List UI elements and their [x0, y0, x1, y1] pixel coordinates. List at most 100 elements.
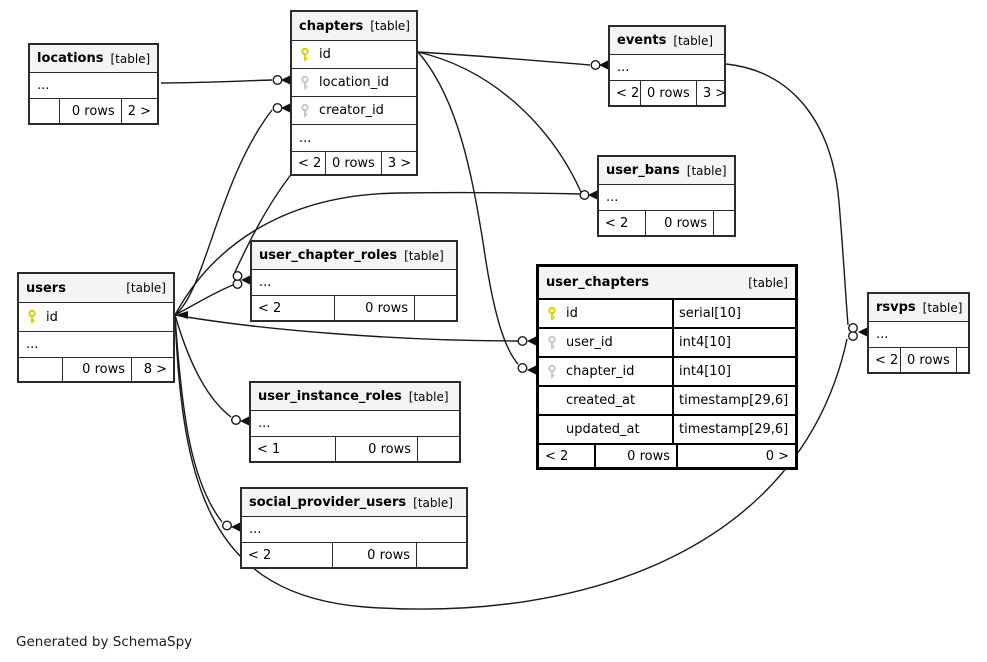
- relationship-line-users-to-rsvps: [174, 314, 848, 610]
- relationship-line-users-to-user_chapters: [174, 314, 519, 342]
- parents-count: < 2: [248, 547, 272, 563]
- more-columns-ellipsis: ...: [242, 516, 466, 542]
- table-name: users: [26, 280, 66, 296]
- column-name: chapter_id: [566, 364, 635, 379]
- rows-count: 0 rows: [640, 81, 697, 105]
- rows-count: 0 rows: [334, 296, 415, 320]
- table-tag: [table]: [408, 389, 449, 404]
- children-count: 3 >: [387, 155, 412, 171]
- table-header: chapters[table]: [292, 12, 416, 40]
- more-columns-ellipsis: ...: [30, 72, 157, 98]
- table-name: social_provider_users: [249, 495, 407, 510]
- rows-count: 0 rows: [594, 445, 678, 467]
- children-count: [417, 543, 466, 567]
- children-count: [415, 296, 456, 320]
- relationship-line-chapters-to-events: [417, 51, 591, 66]
- zero-or-one-dot: [579, 189, 590, 200]
- foreign-key-icon: [546, 335, 559, 350]
- foreign-key-arrowhead: [281, 103, 290, 113]
- primary-key-icon: [26, 309, 39, 325]
- relationship-line-users-to-social_provider_users: [174, 314, 223, 523]
- key-icon: [548, 335, 556, 349]
- relationship-line-users-to-user_instance_roles: [174, 314, 232, 418]
- rows-count: 0 rows: [59, 99, 122, 123]
- key-icon: [301, 47, 309, 61]
- key-icon: [301, 75, 309, 89]
- caption: Generated by SchemaSpy: [16, 634, 193, 650]
- relationship-line-locations-to-chapters: [160, 79, 273, 84]
- foreign-key-arrowhead: [241, 275, 250, 285]
- table-tag: [table]: [922, 300, 963, 315]
- table-footer: < 2 0 rows 0 >: [539, 443, 795, 467]
- table-social_provider_users[interactable]: social_provider_users[table]... < 2 0 rows: [240, 487, 468, 569]
- table-header: user_chapters[table]: [539, 267, 795, 298]
- zero-or-one-dot: [517, 363, 528, 374]
- parents-count: < 2: [545, 448, 569, 464]
- table-name: user_bans: [606, 163, 680, 178]
- table-tag: [table]: [686, 163, 727, 178]
- relationship-line-chapters-to-user_chapters: [417, 51, 519, 365]
- column-row-id: id: [292, 40, 416, 68]
- more-columns-ellipsis: ...: [252, 269, 456, 295]
- zero-or-one-dot: [517, 336, 528, 347]
- more-columns-ellipsis: ...: [610, 54, 724, 80]
- table-name: events: [617, 33, 667, 48]
- table-header: social_provider_users[table]: [242, 489, 466, 516]
- column-name: id: [46, 309, 58, 325]
- column-name: creator_id: [319, 103, 384, 118]
- parents-count: < 2: [616, 85, 640, 101]
- column-row-id: id: [19, 302, 173, 331]
- children-count: 8 >: [143, 362, 167, 377]
- foreign-key-arrowhead: [240, 416, 249, 426]
- rows-count: 0 rows: [900, 348, 957, 372]
- table-header: user_instance_roles[table]: [251, 383, 459, 410]
- column-name: id: [319, 47, 331, 62]
- table-footer: < 2 0 rows: [242, 542, 466, 567]
- key-icon: [28, 309, 36, 324]
- zero-or-one-dot: [590, 60, 601, 71]
- zero-or-one-dot: [232, 271, 243, 282]
- column-name: location_id: [319, 75, 389, 90]
- children-count: [714, 211, 734, 235]
- parents-count: [30, 99, 59, 123]
- foreign-key-arrowhead: [858, 327, 867, 337]
- column-name: updated_at: [566, 422, 640, 437]
- table-header: users[table]: [19, 274, 173, 302]
- table-users[interactable]: users[table] id...0 rows 8 >: [17, 272, 175, 383]
- table-header: user_bans [table]: [599, 157, 734, 184]
- table-name: rsvps: [876, 300, 916, 315]
- column-type: serial[10]: [672, 300, 795, 327]
- primary-key-icon: [546, 306, 559, 321]
- column-type: timestamp[29,6]: [672, 387, 795, 414]
- rows-count: 0 rows: [332, 543, 417, 567]
- rows-count: 0 rows: [62, 358, 132, 381]
- more-columns-ellipsis: ...: [599, 184, 734, 210]
- zero-or-one-dot: [272, 102, 283, 113]
- users-fanout-arrowhead: [176, 311, 188, 319]
- column-row-location_id: location_id: [292, 68, 416, 96]
- more-columns-ellipsis: ...: [19, 331, 173, 357]
- foreign-key-arrowhead: [527, 365, 536, 375]
- column-type: int4[10]: [672, 329, 795, 356]
- relationship-line-chapters-to-user_bans: [417, 51, 582, 193]
- parents-count: < 2: [605, 215, 629, 231]
- table-tag: [table]: [110, 51, 151, 66]
- parents-count: < 2: [875, 352, 899, 368]
- foreign-key-icon: [299, 103, 312, 118]
- children-count: 0 >: [765, 448, 789, 464]
